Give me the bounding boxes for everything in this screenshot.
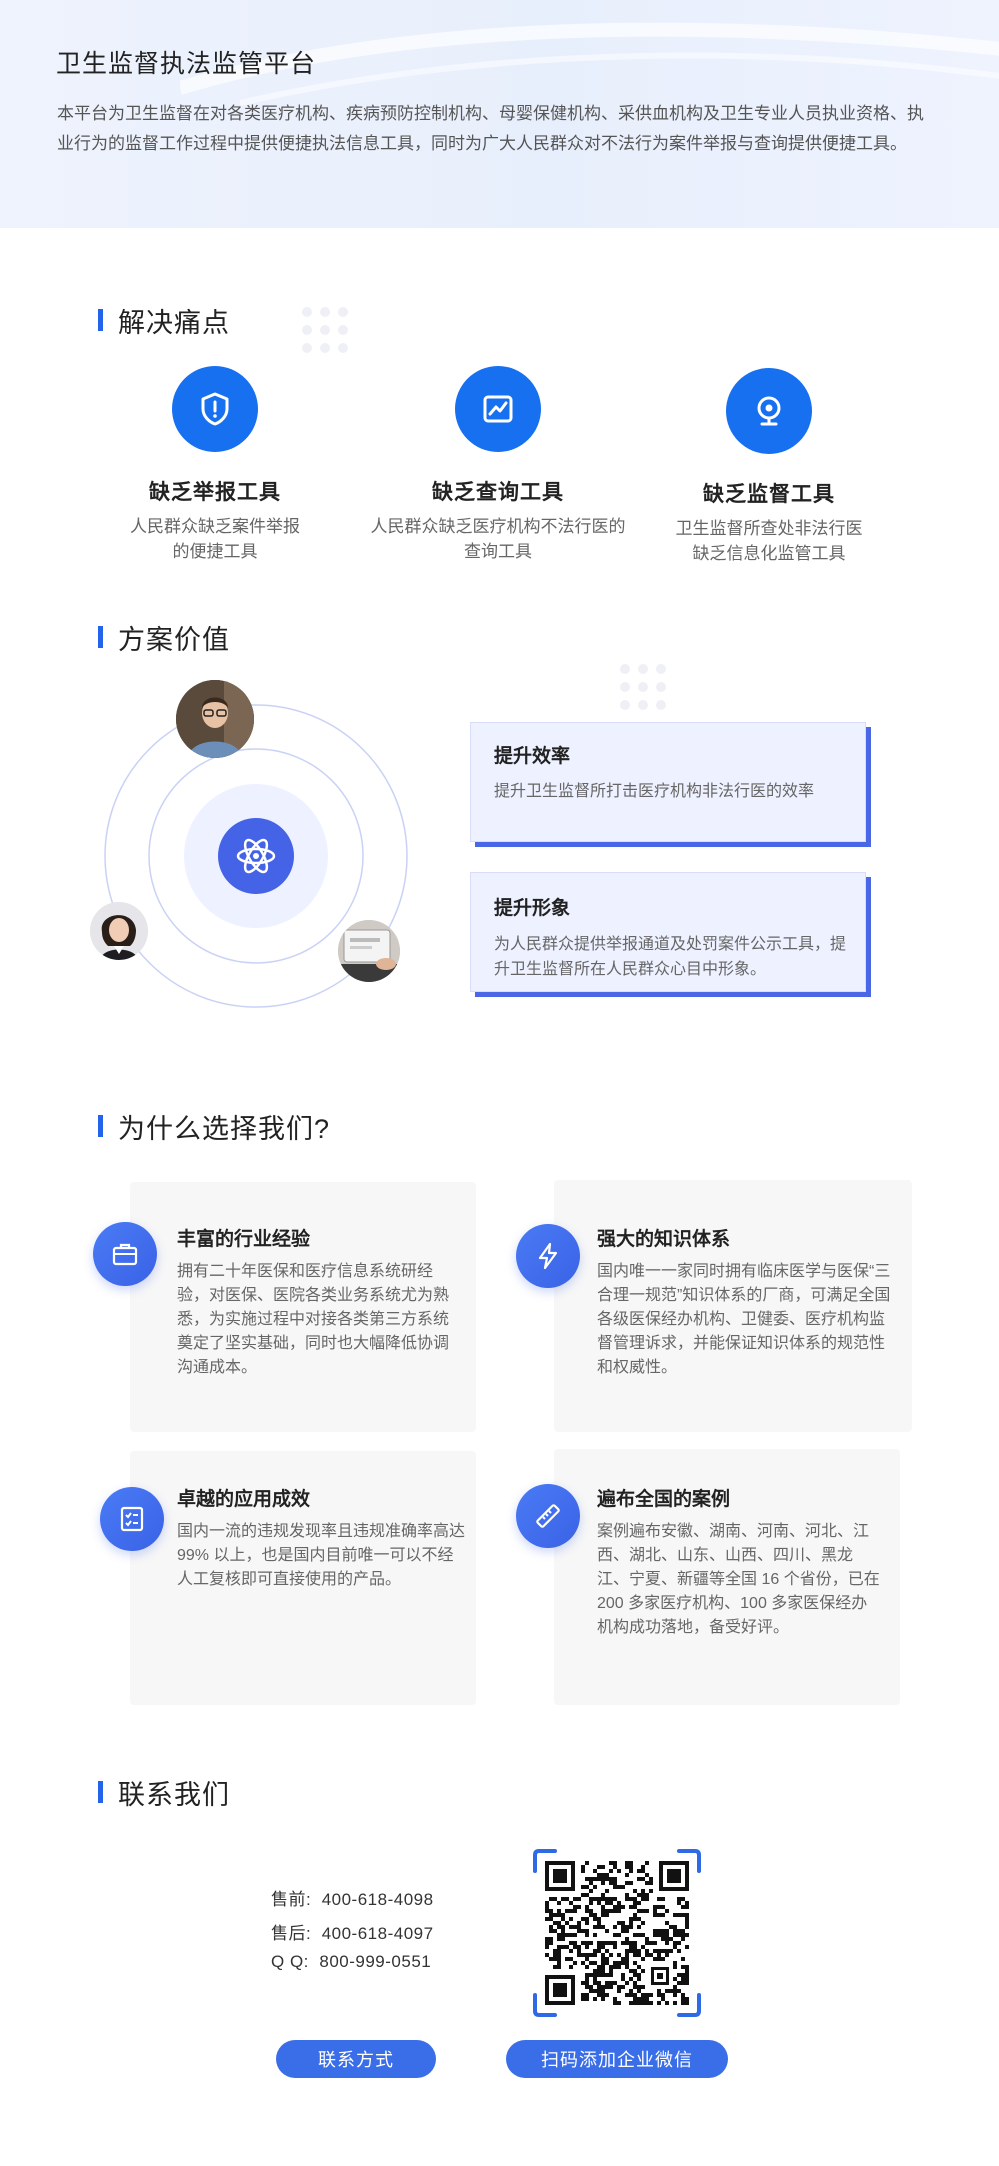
avatar xyxy=(90,902,148,960)
atom-icon xyxy=(234,834,278,878)
pain-point-title: 缺乏监督工具 xyxy=(703,483,835,506)
why-card-knowledge xyxy=(554,1180,912,1432)
value-card-desc: 提升卫生监督所打击医疗机构非法行医的效率 xyxy=(494,783,815,800)
section-heading-value: 方案价值 xyxy=(98,622,230,655)
heading-accent-bar xyxy=(98,309,103,331)
pain-point-desc: 人民群众缺乏案件举报的便捷工具 xyxy=(130,517,300,561)
webcam-icon xyxy=(726,368,812,454)
pain-point-title: 缺乏举报工具 xyxy=(149,481,281,504)
pain-point-desc: 卫生监督所查处非法行医缺乏信息化监管工具 xyxy=(675,519,863,563)
aftersale-phone[interactable]: 400-618-4097 xyxy=(321,1924,434,1943)
page-title: 卫生监督执法监管平台 xyxy=(56,50,317,78)
qr-modules xyxy=(545,1861,689,2005)
qq-number[interactable]: 800-999-0551 xyxy=(319,1952,432,1971)
presale-phone[interactable]: 400-618-4098 xyxy=(321,1890,434,1909)
checklist-icon xyxy=(100,1487,164,1551)
avatar xyxy=(176,680,254,758)
presale-phone-row: 售前: 400-618-4098 xyxy=(271,1885,434,1910)
qq-label: Q Q: xyxy=(271,1952,309,1971)
heading-text: 联系我们 xyxy=(118,1779,230,1810)
heading-accent-bar xyxy=(98,626,103,648)
heading-text: 为什么选择我们? xyxy=(118,1113,331,1144)
why-card-desc: 国内唯一一家同时拥有临床医学与医保“三合理一规范”知识体系的厂商，可满足全国各级… xyxy=(597,1263,891,1376)
value-card-image: 提升形象 为人民群众提供举报通道及处罚案件公示工具，提升卫生监督所在人民群众心目… xyxy=(470,872,866,992)
page-description: 本平台为卫生监督在对各类医疗机构、疾病预防控制机构、母婴保健机构、采供血机构及卫… xyxy=(57,104,924,153)
value-card-title: 提升形象 xyxy=(494,898,571,919)
decorative-dots xyxy=(620,664,666,710)
hero-decoration xyxy=(180,22,999,106)
pain-point-query: 缺乏查询工具 人民群众缺乏医疗机构不法行医的查询工具 xyxy=(371,366,626,564)
why-card-desc: 国内一流的违规发现率且违规准确率高达 99% 以上，也是国内目前唯一可以不经人工… xyxy=(177,1523,466,1588)
avatar xyxy=(338,920,400,982)
aftersale-label: 售后: xyxy=(271,1924,312,1943)
briefcase-icon xyxy=(93,1222,157,1286)
why-card-title: 遍布全国的案例 xyxy=(597,1489,731,1510)
value-orbit-graphic xyxy=(90,674,416,1014)
qq-row: Q Q: 800-999-0551 xyxy=(271,1952,431,1972)
wechat-scan-button[interactable]: 扫码添加企业微信 xyxy=(506,2040,728,2078)
shield-alert-icon xyxy=(172,366,258,452)
hero-banner: 卫生监督执法监管平台 本平台为卫生监督在对各类医疗机构、疾病预防控制机构、母婴保… xyxy=(0,0,999,228)
value-card-efficiency: 提升效率 提升卫生监督所打击医疗机构非法行医的效率 xyxy=(470,722,866,842)
why-card-desc: 拥有二十年医保和医疗信息系统研经验，对医保、医院各类业务系统尤为熟悉，为实施过程… xyxy=(177,1263,450,1376)
pain-point-desc: 人民群众缺乏医疗机构不法行医的查询工具 xyxy=(370,517,626,561)
value-card-desc: 为人民群众提供举报通道及处罚案件公示工具，提升卫生监督所在人民群众心目中形象。 xyxy=(494,936,847,978)
why-card-title: 卓越的应用成效 xyxy=(177,1489,311,1510)
heading-text: 解决痛点 xyxy=(118,307,230,338)
pain-point-report: 缺乏举报工具 人民群众缺乏案件举报的便捷工具 xyxy=(105,366,325,564)
heading-text: 方案价值 xyxy=(118,624,230,655)
wechat-qr-code xyxy=(533,1849,701,2017)
section-heading-why-us: 为什么选择我们? xyxy=(98,1111,330,1144)
why-card-desc: 案例遍布安徽、湖南、河南、河北、江西、湖北、山东、山西、四川、黑龙江、宁夏、新疆… xyxy=(597,1523,880,1636)
section-heading-pain-points: 解决痛点 xyxy=(98,305,230,338)
decorative-dots xyxy=(302,307,348,353)
aftersale-phone-row: 售后: 400-618-4097 xyxy=(271,1919,434,1944)
chart-line-icon xyxy=(455,366,541,452)
presale-label: 售前: xyxy=(271,1890,312,1909)
value-card-title: 提升效率 xyxy=(494,746,571,767)
why-card-results xyxy=(130,1451,476,1705)
why-card-title: 丰富的行业经验 xyxy=(177,1229,311,1250)
why-card-cases xyxy=(554,1449,900,1705)
heading-accent-bar xyxy=(98,1115,103,1137)
lightning-icon xyxy=(516,1224,580,1288)
section-heading-contact: 联系我们 xyxy=(98,1777,230,1810)
ruler-icon xyxy=(516,1484,580,1548)
pain-point-title: 缺乏查询工具 xyxy=(432,481,564,504)
why-card-title: 强大的知识体系 xyxy=(597,1229,731,1250)
contact-method-button[interactable]: 联系方式 xyxy=(276,2040,436,2078)
pain-point-supervise: 缺乏监督工具 卫生监督所查处非法行医缺乏信息化监管工具 xyxy=(659,368,879,566)
why-card-experience xyxy=(130,1182,476,1432)
heading-accent-bar xyxy=(98,1781,103,1803)
